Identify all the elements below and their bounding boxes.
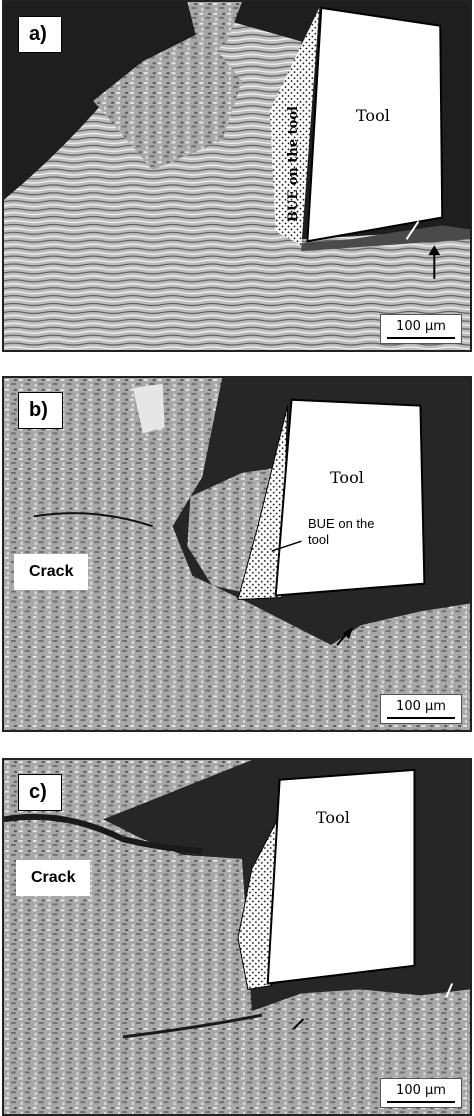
tool-label-b: Tool bbox=[330, 468, 364, 487]
scale-label-a: 100 µm bbox=[396, 319, 446, 334]
panel-label-b: b) bbox=[18, 392, 63, 429]
micrograph-a-image bbox=[4, 2, 470, 350]
micrograph-panel-a: a) Tool BUE on the tool 100 µm bbox=[2, 0, 472, 352]
scale-bar-a: 100 µm bbox=[380, 314, 462, 344]
scale-bar-b: 100 µm bbox=[380, 694, 462, 724]
crack-label-b: Crack bbox=[14, 554, 89, 590]
tool-shape-b bbox=[274, 398, 426, 597]
scale-label-c: 100 µm bbox=[396, 1083, 446, 1098]
scale-label-b: 100 µm bbox=[396, 699, 446, 714]
scale-bar-c: 100 µm bbox=[380, 1078, 462, 1108]
tool-shape-c bbox=[266, 768, 416, 985]
crack-label-c: Crack bbox=[16, 860, 91, 896]
tool-label-a: Tool bbox=[356, 106, 390, 125]
micrograph-c-image bbox=[4, 760, 470, 1114]
tool-label-c: Tool bbox=[316, 808, 350, 827]
bue-label-a: BUE on the tool bbox=[286, 106, 301, 222]
micrograph-panel-b: b) Tool BUE on the tool Crack 100 µm bbox=[2, 376, 472, 732]
panel-label-c: c) bbox=[18, 774, 62, 811]
tool-shape-a bbox=[306, 6, 444, 243]
bue-label-b: BUE on the tool bbox=[308, 516, 375, 547]
bue-region-a bbox=[269, 7, 320, 246]
micrograph-panel-c: c) Tool Crack 100 µm bbox=[2, 758, 472, 1116]
panel-label-a: a) bbox=[18, 16, 62, 53]
